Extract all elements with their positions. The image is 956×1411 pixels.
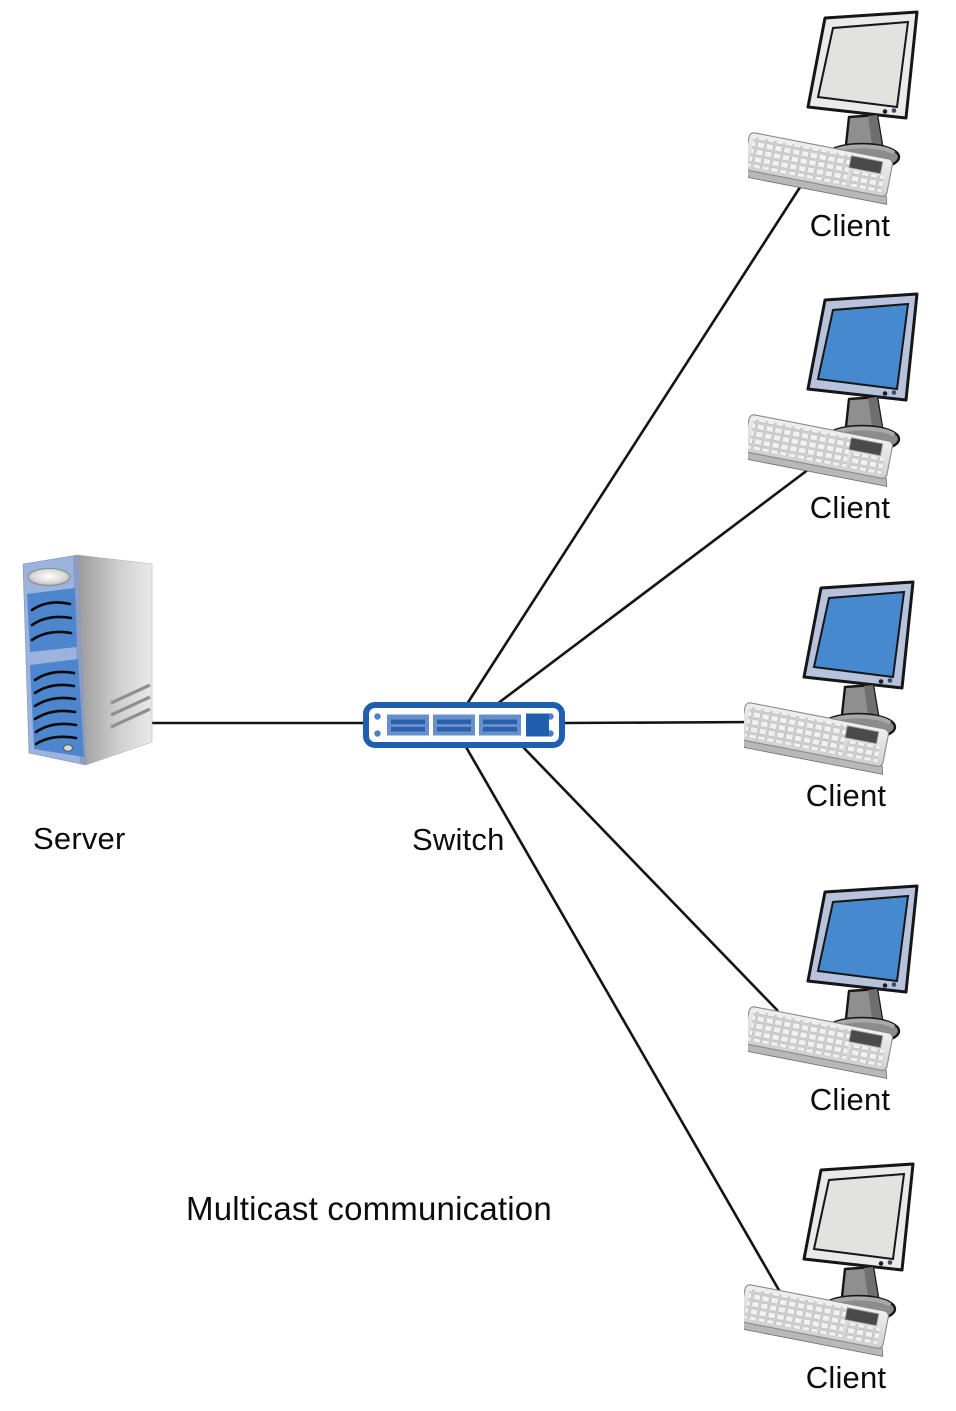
diagram-caption: Multicast communication	[186, 1190, 552, 1227]
switch-label: Switch	[412, 822, 505, 857]
client-computer-icon	[744, 580, 934, 775]
client-computer-icon	[748, 884, 938, 1079]
switch-node	[363, 702, 565, 748]
client-computer-icon	[744, 1162, 934, 1357]
server-icon	[18, 552, 153, 768]
server-label: Server	[33, 821, 126, 856]
client-node-1: Client	[748, 10, 938, 250]
client-node-3: Client	[744, 580, 934, 820]
switch-icon	[363, 702, 565, 748]
client-computer-icon	[748, 10, 938, 205]
client-node-5: Client	[744, 1162, 934, 1402]
client-label: Client	[805, 1360, 887, 1395]
edge-switch-client-2	[496, 464, 814, 706]
client-node-2: Client	[748, 292, 938, 532]
client-label: Client	[809, 1082, 891, 1117]
edge-switch-client-3	[563, 720, 761, 725]
client-computer-icon	[748, 292, 938, 487]
client-node-4: Client	[748, 884, 938, 1124]
edge-switch-client-4	[522, 746, 779, 1012]
client-label: Client	[809, 208, 891, 243]
edge-switch-client-1	[465, 180, 806, 705]
edge-switch-client-5	[464, 746, 782, 1293]
server-node	[18, 552, 153, 768]
client-label: Client	[805, 778, 887, 813]
client-label: Client	[809, 490, 891, 525]
